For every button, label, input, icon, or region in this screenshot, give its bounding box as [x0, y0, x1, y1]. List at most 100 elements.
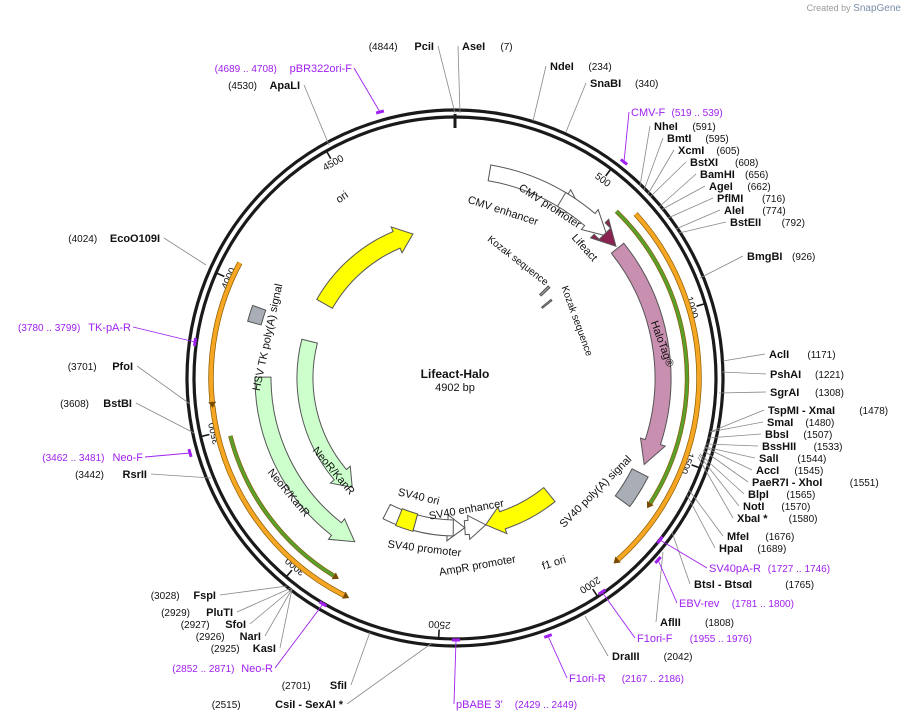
primer-range-ebv-rev: (1781 .. 1800)	[732, 599, 794, 610]
primer-leader-f1ori-f	[601, 591, 636, 639]
site-pos-csii-sexai: (2515)	[212, 700, 241, 711]
site-pos-bsshii: (1533)	[814, 442, 843, 453]
feature-ampr-promoter	[463, 514, 487, 541]
orf-outer-neo	[210, 404, 345, 597]
site-leader-tspmi-xmai	[709, 409, 765, 433]
snapgene-credit: Created by SnapGene	[807, 3, 901, 14]
site-pos-bamhi: (656)	[745, 170, 768, 181]
site-name-smai: SmaI	[767, 417, 793, 429]
site-pos-sgrai: (1308)	[815, 388, 844, 399]
site-leader-xbai	[697, 456, 734, 519]
site-name-noti: NotI	[743, 501, 764, 513]
site-leader-smai	[709, 421, 764, 433]
site-leader-sfii	[350, 631, 371, 686]
primer-mark-sv40pa-r	[656, 535, 664, 545]
site-name-sgrai: SgrAI	[770, 387, 799, 399]
site-leader-xcmi	[647, 149, 675, 195]
site-leader-acli	[722, 353, 766, 362]
site-pos-tspmi-xmai: (1478)	[859, 406, 888, 417]
primer-range-tk-pa-r: (3780 .. 3799)	[18, 323, 80, 334]
site-pos-rsrii: (3442)	[75, 470, 104, 481]
site-pos-xcmi: (605)	[716, 146, 739, 157]
primer-leader-tk-pa-r	[132, 326, 196, 343]
site-name-csii-sexai: CsiI - SexAI *	[275, 699, 344, 711]
primer-name-pbr322ori-f: pBR322ori-F	[290, 63, 353, 75]
tick-mark-1500	[691, 464, 701, 469]
feature-hsv-tk-polya	[247, 304, 267, 326]
site-pos-smai: (1480)	[805, 418, 834, 429]
site-leader-bsshii	[705, 443, 759, 447]
primer-name-neo-f: Neo-F	[112, 452, 143, 464]
primer-mark-neo-r	[318, 600, 328, 608]
primer-name-neo-r: Neo-R	[241, 663, 273, 675]
primer-leader-pbabe-3	[453, 639, 457, 705]
site-pos-bsteii: (792)	[782, 218, 805, 229]
primer-mark-f1ori-f	[597, 588, 607, 596]
site-pos-bmgbi: (926)	[792, 252, 815, 263]
primer-range-pbr322ori-f: (4689 .. 4708)	[215, 64, 277, 75]
feature-ori	[316, 226, 414, 309]
primer-leader-cmv-f	[623, 111, 630, 163]
feature-label-ori-15: ori	[334, 189, 351, 206]
feature-label-kozak-sequence-3: Kozak sequence	[485, 234, 550, 288]
site-pos-btsi-bts-i: (1765)	[785, 580, 814, 591]
primer-mark-f1ori-r	[543, 633, 553, 639]
orf-outer-halo	[616, 212, 701, 562]
site-leader-kasi	[279, 588, 293, 649]
site-name-sfoi: SfoI	[225, 619, 246, 631]
site-leader-rsrii	[150, 473, 212, 479]
site-name-mfei: MfeI	[727, 531, 749, 543]
orf-inner-neo	[228, 435, 335, 578]
site-leader-aflii	[655, 551, 664, 623]
site-pos-sali: (1544)	[797, 454, 826, 465]
site-pos-ndei: (234)	[588, 62, 611, 73]
site-leader-ecoo109i	[163, 237, 207, 266]
site-pos-mfei: (1676)	[765, 532, 794, 543]
primer-leader-pbr322ori-f	[353, 67, 381, 113]
site-leader-sali	[704, 446, 756, 459]
feature-f1-ori	[484, 486, 556, 535]
plasmid-name: Lifeact-Halo	[421, 367, 490, 381]
plasmid-size: 4902 bp	[435, 382, 475, 394]
tick-mark-4000	[215, 272, 225, 278]
site-name-alei: AleI	[724, 205, 744, 217]
site-name-asei: AseI	[462, 41, 485, 53]
backbone-outer-ring	[185, 108, 725, 648]
feature-neor-inner	[296, 338, 353, 488]
site-pos-pshai: (1221)	[815, 370, 844, 381]
site-name-bstxi: BstXI	[690, 157, 718, 169]
site-layer: PciI(4844)AseI(7)NdeI(234)SnaBI(340)NheI…	[60, 41, 888, 711]
site-name-pcii: PciI	[414, 41, 434, 53]
site-leader-agei	[660, 185, 706, 211]
site-name-bmti: BmtI	[667, 133, 691, 145]
site-name-bsshii: BssHII	[762, 441, 796, 453]
orf-outer-tk	[209, 261, 242, 403]
tick-mark-500	[605, 168, 612, 177]
site-leader-sfoi	[249, 588, 293, 625]
tick-label-2000: 2000	[577, 574, 602, 596]
site-name-xbai: XbaI *	[737, 513, 768, 525]
site-pos-fspi: (3028)	[151, 591, 180, 602]
primer-leader-ebv-rev	[657, 559, 678, 604]
site-name-pshai: PshAI	[770, 369, 801, 381]
site-pos-apali: (4530)	[228, 81, 257, 92]
site-pos-ecoo109i: (4024)	[68, 234, 97, 245]
site-pos-pluti: (2929)	[161, 608, 190, 619]
site-pos-sfoi: (2927)	[181, 620, 210, 631]
orf-outer-neo-head	[342, 591, 350, 599]
site-pos-bbsi: (1507)	[803, 430, 832, 441]
primer-name-tk-pa-r: TK-pA-R	[88, 322, 131, 334]
primer-leader-neo-f	[144, 452, 191, 458]
primer-mark-pbr322ori-f	[375, 109, 385, 115]
site-leader-bmgbi	[699, 255, 744, 279]
orf-outer-tk-head	[208, 401, 217, 408]
site-pos-hpai: (1689)	[757, 544, 786, 555]
credit-prefix: Created by	[806, 3, 851, 13]
site-name-pluti: PluTI	[206, 607, 233, 619]
site-leader-pcii	[437, 45, 456, 114]
primer-mark-neo-f	[187, 448, 193, 458]
primer-name-f1ori-f: F1ori-F	[637, 633, 673, 645]
site-name-bmgbi: BmgBI	[747, 251, 782, 263]
site-leader-ndei	[532, 65, 547, 122]
